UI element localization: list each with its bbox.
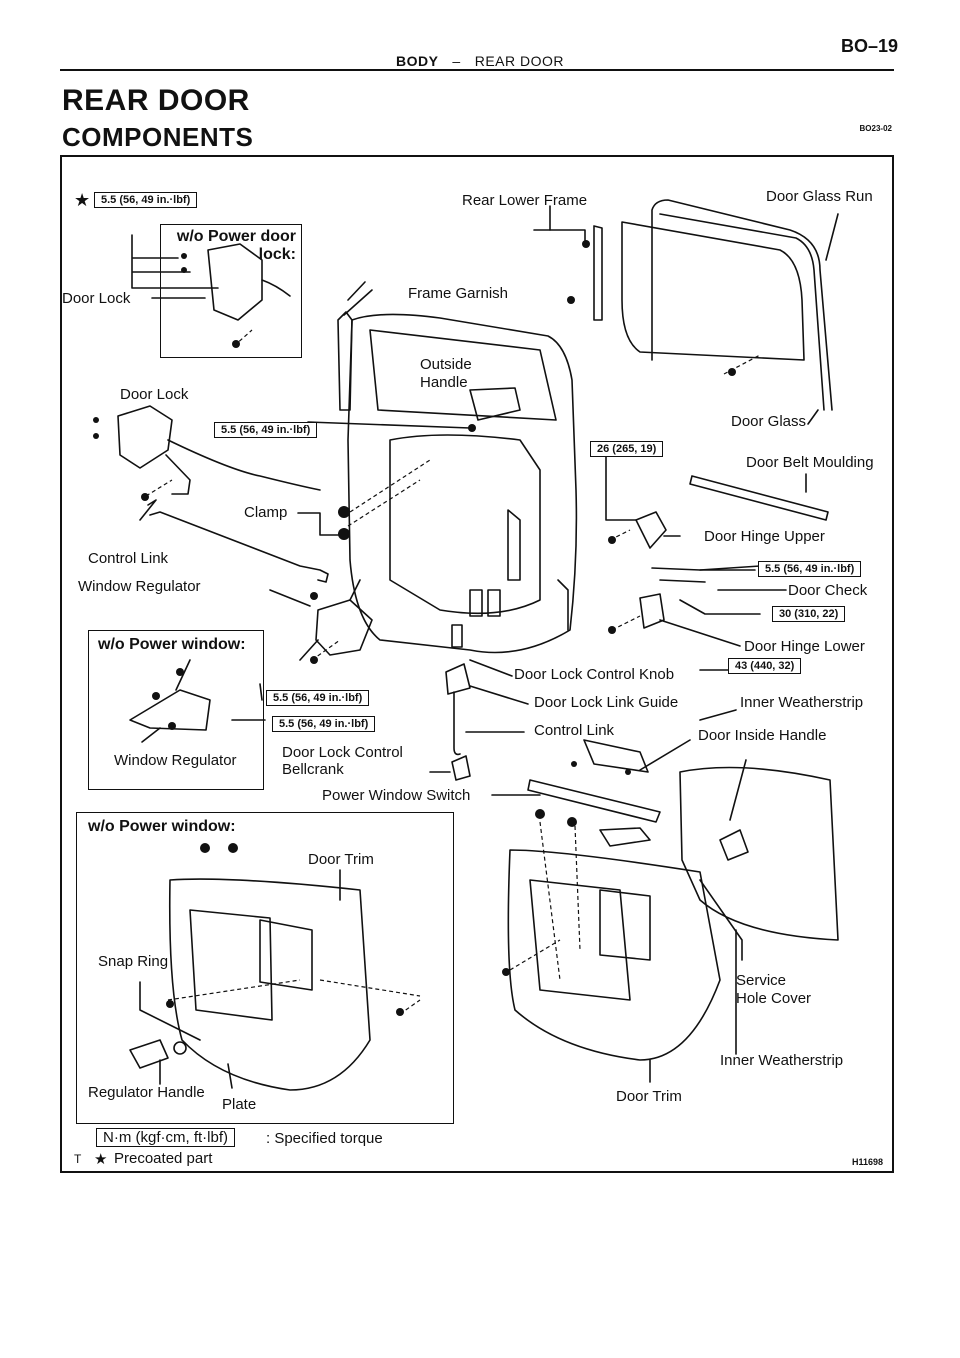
- label-door-hinge-lower: Door Hinge Lower: [744, 638, 865, 655]
- inset-window-trim: [76, 812, 454, 1124]
- page-title: REAR DOOR: [62, 84, 250, 117]
- label-clamp: Clamp: [244, 504, 288, 521]
- label-door-lock: Door Lock: [120, 386, 189, 403]
- running-header: BODY–REAR DOOR: [0, 53, 960, 69]
- label-rear-lower-frame: Rear Lower Frame: [462, 192, 588, 209]
- inset-power-door-lock: [160, 224, 302, 358]
- legend-precoated-marker: T: [74, 1152, 82, 1166]
- legend-precoated-desc: Precoated part: [114, 1150, 213, 1167]
- label-power-window-switch: Power Window Switch: [322, 787, 471, 804]
- label-frame-garnish: Frame Garnish: [408, 285, 509, 302]
- label-control-link-lower: Control Link: [534, 722, 615, 739]
- label-plate: Plate: [222, 1096, 257, 1113]
- label-door-hinge-upper: Door Hinge Upper: [704, 528, 825, 545]
- label-snap-ring: Snap Ring: [98, 953, 169, 970]
- torque-door-check-b: 30 (310, 22): [772, 606, 846, 622]
- label-door-trim-left: Door Trim: [308, 851, 374, 868]
- inset-window-regulator-title: w/o Power window:: [98, 636, 246, 653]
- torque-hinge-upper: 26 (265, 19): [590, 441, 664, 457]
- header-separator: –: [452, 53, 461, 69]
- inset-window-regulator: [88, 630, 264, 790]
- label-regulator-handle: Regulator Handle: [88, 1084, 205, 1101]
- torque-outside-handle: 5.5 (56, 49 in.·lbf): [214, 422, 318, 438]
- label-outside-handle: Outside Handle: [420, 356, 472, 391]
- header-subsection: REAR DOOR: [474, 53, 565, 69]
- precoated-star-icon: ★: [74, 190, 91, 210]
- page-number: BO–19: [840, 36, 898, 56]
- label-window-regulator: Window Regulator: [78, 578, 201, 595]
- label-door-belt-moulding: Door Belt Moulding: [746, 454, 874, 471]
- page-subtitle: COMPONENTS: [62, 122, 254, 152]
- doc-code: BO23-02: [859, 124, 892, 133]
- label-door-check: Door Check: [788, 582, 868, 599]
- legend-torque-desc: : Specified torque: [266, 1130, 383, 1147]
- label-door-lock-control-bellcrank: Door Lock Control Bellcrank: [282, 744, 403, 778]
- label-control-link: Control Link: [88, 550, 169, 567]
- label-service-hole-cover: Service Hole Cover: [736, 972, 812, 1007]
- legend-precoated-star-icon: ★: [94, 1151, 108, 1168]
- label-door-lock-control-knob: Door Lock Control Knob: [514, 666, 675, 683]
- figure-id: H11698: [852, 1157, 884, 1167]
- inset-window-trim-title: w/o Power window:: [88, 818, 236, 835]
- torque-door-lock: 5.5 (56, 49 in.·lbf): [94, 192, 198, 208]
- label-door-trim-right: Door Trim: [616, 1088, 682, 1105]
- header-section: BODY: [395, 53, 439, 69]
- header-rule: [60, 69, 894, 71]
- legend-torque-unit: N·m (kgf·cm, ft·lbf): [96, 1128, 235, 1147]
- label-inner-weatherstrip-bottom: Inner Weatherstrip: [720, 1052, 844, 1069]
- torque-regulator-a: 5.5 (56, 49 in.·lbf): [266, 690, 370, 706]
- torque-door-check-a: 5.5 (56, 49 in.·lbf): [758, 561, 862, 577]
- diagram-frame: [60, 155, 894, 1173]
- torque-regulator-b: 5.5 (56, 49 in.·lbf): [272, 716, 376, 732]
- label-door-glass-run: Door Glass Run: [766, 188, 873, 205]
- label-window-regulator-inset: Window Regulator: [114, 752, 237, 769]
- label-inner-weatherstrip-top: Inner Weatherstrip: [740, 694, 864, 711]
- label-door-inside-handle: Door Inside Handle: [698, 727, 827, 744]
- label-door-lock-inset: Door Lock: [62, 290, 131, 307]
- torque-hinge-lower: 43 (440, 32): [728, 658, 802, 674]
- label-door-glass: Door Glass: [731, 413, 807, 430]
- inset-power-door-lock-title: w/o Power door lock:: [176, 228, 296, 263]
- label-door-lock-link-guide: Door Lock Link Guide: [534, 694, 679, 711]
